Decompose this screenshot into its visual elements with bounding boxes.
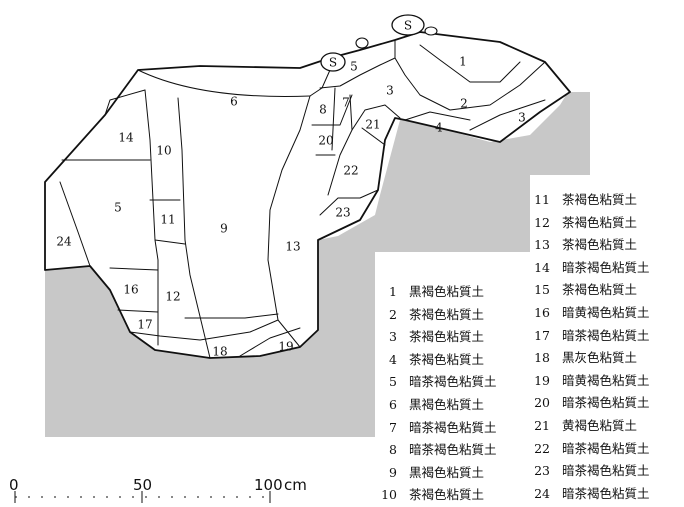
layer-label-17: 17 bbox=[137, 318, 152, 332]
layer-label-8: 8 bbox=[319, 103, 327, 117]
scale-bar bbox=[14, 491, 271, 503]
layer-label-22: 22 bbox=[343, 164, 358, 178]
stone-label: S bbox=[404, 19, 412, 33]
layer-label-11: 11 bbox=[160, 213, 175, 227]
layer-label-3b: 3 bbox=[518, 111, 526, 125]
layer-label-3a: 3 bbox=[386, 84, 394, 98]
layer-label-14: 14 bbox=[118, 131, 134, 145]
layer-boundaries bbox=[59, 39, 546, 359]
layer-label-19: 19 bbox=[278, 340, 293, 354]
layer-label-23: 23 bbox=[335, 206, 350, 220]
scale-label-50: 50 bbox=[133, 476, 153, 494]
layer-label-16: 16 bbox=[123, 283, 138, 297]
layer-label-7: 7 bbox=[342, 96, 350, 110]
layer-label-10: 10 bbox=[156, 144, 171, 158]
layer-label-12: 12 bbox=[165, 290, 180, 304]
layer-label-24: 24 bbox=[56, 235, 72, 249]
layer-label-5b: 5 bbox=[114, 201, 122, 215]
scale-label-0: 0 bbox=[9, 476, 19, 494]
layer-label-13: 13 bbox=[285, 240, 300, 254]
layer-label-6: 6 bbox=[230, 95, 238, 109]
layer-labels: 1 2 3 3 4 5 5 6 7 8 9 10 11 12 13 14 16 … bbox=[56, 55, 525, 359]
layer-label-21: 21 bbox=[365, 118, 380, 132]
layer-label-4: 4 bbox=[435, 121, 443, 135]
stones: S S bbox=[320, 14, 438, 72]
layer-label-20: 20 bbox=[318, 134, 333, 148]
layer-label-9: 9 bbox=[220, 222, 228, 236]
layer-label-5a: 5 bbox=[350, 60, 358, 74]
layer-label-18: 18 bbox=[212, 345, 227, 359]
layer-label-1: 1 bbox=[459, 55, 467, 69]
scale-unit: cm bbox=[284, 476, 307, 494]
scale-label-100: 100 bbox=[254, 476, 283, 494]
stone-label: S bbox=[329, 56, 337, 70]
natural-ground bbox=[45, 92, 590, 437]
layer-label-2: 2 bbox=[460, 97, 468, 111]
